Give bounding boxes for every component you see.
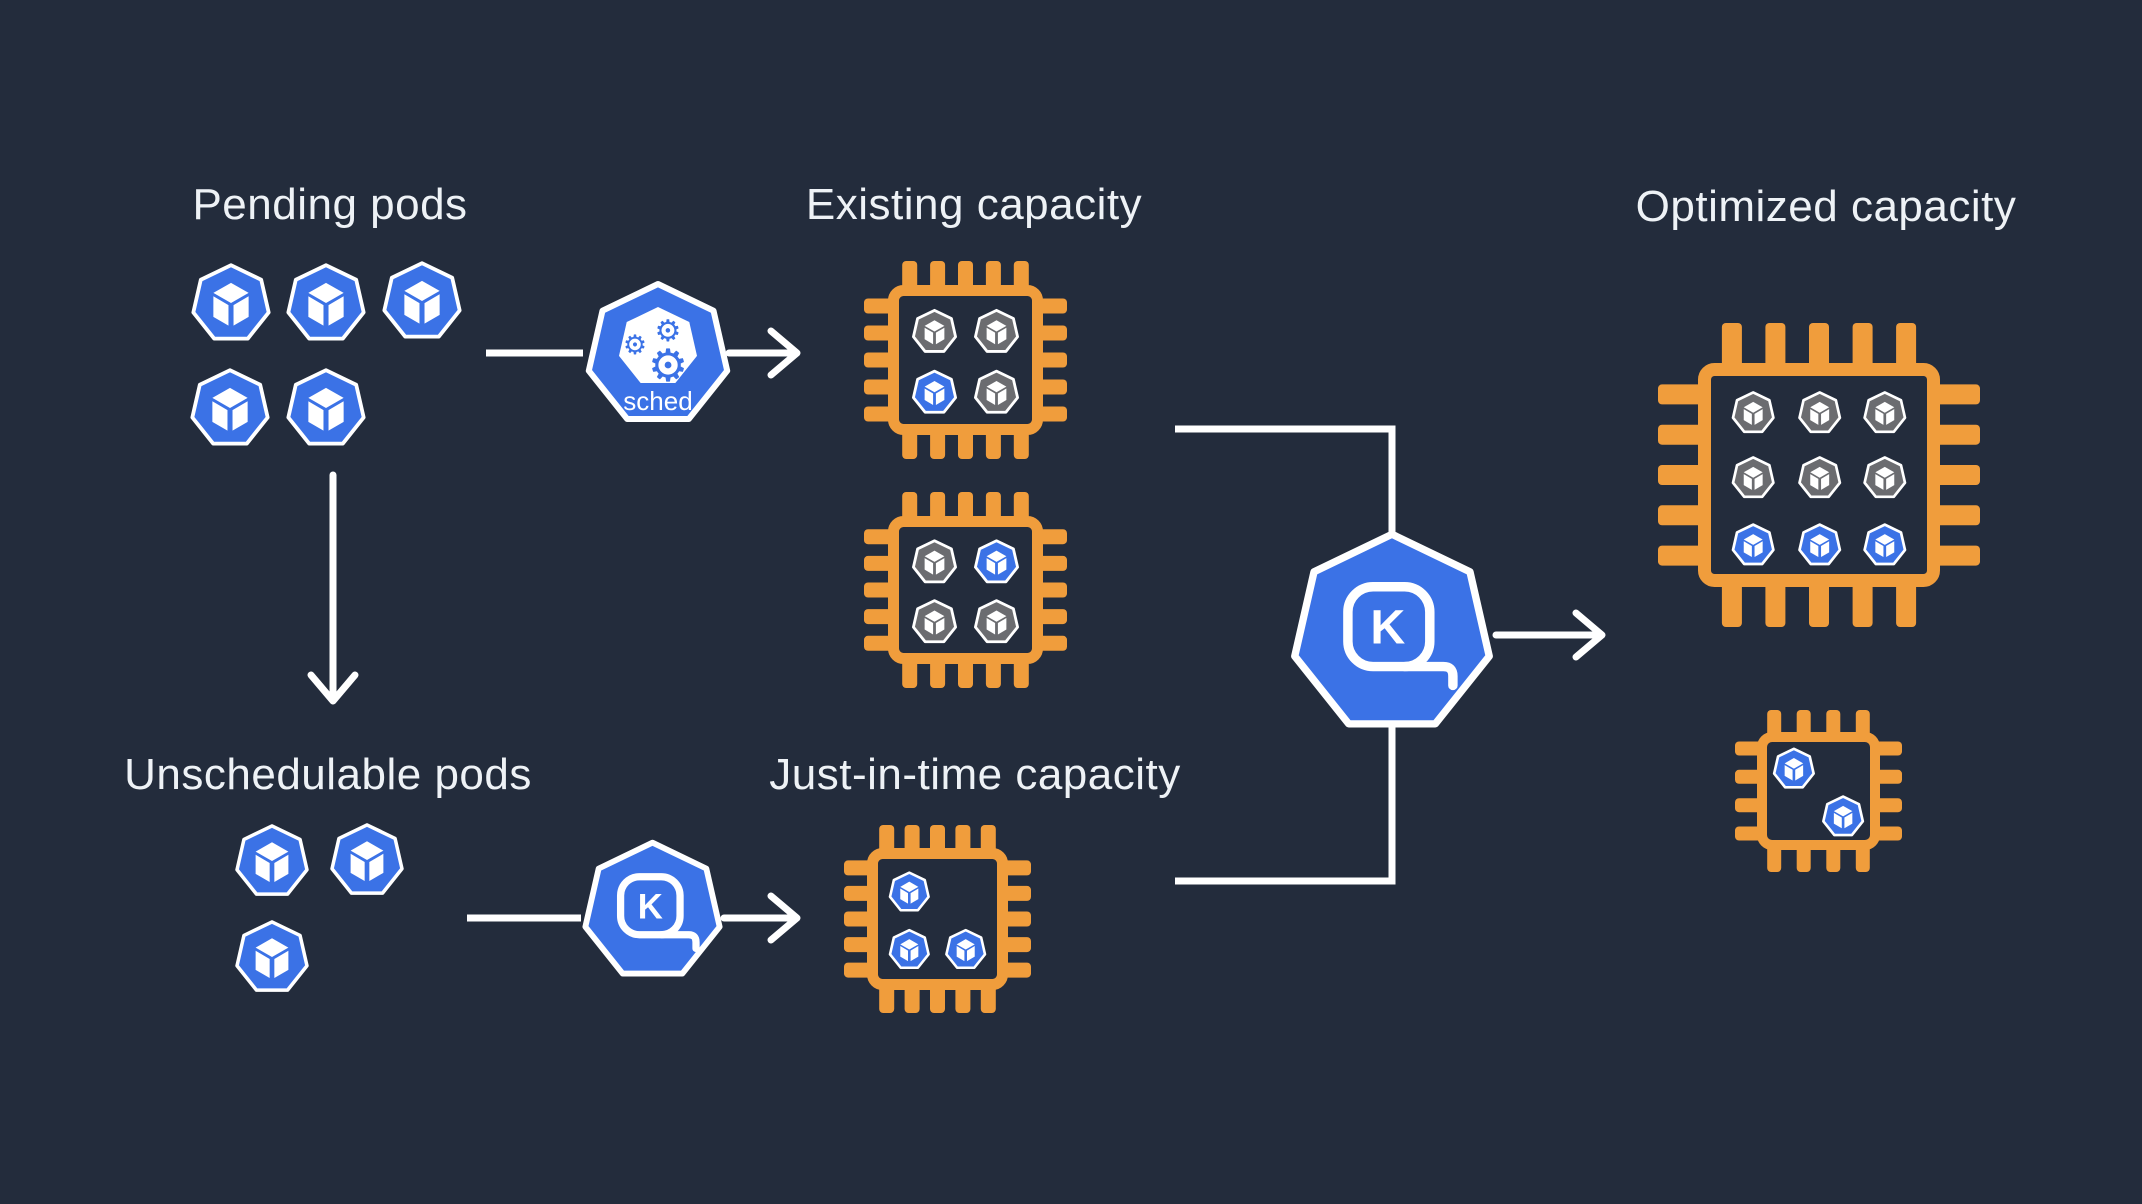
chip-body — [888, 516, 1043, 664]
karpenter-heptagon — [582, 839, 723, 977]
chip-pins — [864, 261, 1067, 459]
pod-icon — [912, 308, 957, 353]
pod-icon — [286, 368, 366, 446]
chip-body — [888, 285, 1043, 435]
karpenter-letter: K — [638, 888, 663, 927]
pod-icon — [284, 261, 368, 345]
pod-icon — [284, 366, 368, 450]
pod-icon — [974, 599, 1019, 644]
label-optimized-capacity: Optimized capacity — [1635, 182, 2017, 231]
chip-optimized-large — [1658, 323, 1980, 627]
karpenter-logo — [1343, 582, 1458, 691]
pod-icon — [233, 918, 311, 996]
karpenter-icon-small: K — [580, 839, 725, 984]
scheduler-inner-heptagon — [619, 307, 697, 384]
pod-icon — [974, 308, 1019, 353]
pod-icon — [1731, 391, 1775, 434]
pod-icon — [188, 366, 272, 450]
arrow-pending-to-unschedulable — [307, 471, 359, 705]
chip-existing-2 — [864, 492, 1067, 688]
pod-icon — [974, 539, 1019, 584]
pod-icon — [945, 928, 987, 970]
scheduler-label: sched — [623, 386, 692, 416]
gear-icon: ⚙ — [655, 315, 682, 348]
chip-optimized-small — [1735, 710, 1902, 872]
pod-icon — [1798, 523, 1842, 566]
chip-body — [1698, 363, 1940, 587]
label-unschedulable-pods: Unschedulable pods — [124, 750, 532, 799]
gear-icon: ⚙ — [623, 330, 647, 360]
pod-icon — [912, 599, 957, 644]
pod-icon — [888, 928, 930, 970]
karpenter-logo — [616, 873, 700, 953]
pod-icon — [380, 259, 464, 343]
arrow-karpenter-to-optimized — [1492, 609, 1606, 661]
chip-pins — [1658, 323, 1980, 627]
pod-icon — [912, 539, 957, 584]
pod-icon — [888, 871, 930, 912]
chip-jit — [844, 825, 1031, 1013]
chip-pins — [1735, 710, 1902, 872]
pod-icon — [1863, 456, 1907, 499]
pod-icon — [189, 261, 273, 345]
pod-icon — [286, 263, 366, 341]
pod-icon — [235, 920, 309, 992]
pod-icon — [912, 369, 957, 414]
pod-icon — [1798, 391, 1842, 434]
pod-icon — [191, 263, 271, 341]
pod-icon — [1798, 456, 1842, 499]
scheduler-icon: ⚙ ⚙ ⚙ sched — [583, 280, 733, 430]
pod-icon — [190, 368, 270, 446]
gear-icon: ⚙ — [648, 340, 688, 391]
pod-icon — [328, 821, 406, 899]
chip-body — [867, 848, 1008, 990]
pod-icon — [1863, 523, 1907, 566]
karpenter-heptagon — [1291, 530, 1493, 728]
karpenter-icon: K — [1287, 529, 1497, 739]
arrow-karpenter-to-jit — [720, 892, 801, 944]
pod-icon — [1772, 747, 1815, 789]
pod-icon — [1731, 523, 1775, 566]
pod-icon — [330, 823, 404, 895]
chip-existing-1 — [864, 261, 1067, 459]
pod-icon — [974, 369, 1019, 414]
karpenter-letter: K — [1370, 600, 1405, 654]
pod-icon — [1863, 391, 1907, 434]
pod-icon — [235, 824, 309, 896]
label-existing-capacity: Existing capacity — [805, 180, 1143, 229]
label-jit-capacity: Just-in-time capacity — [769, 750, 1181, 799]
chip-body — [1757, 732, 1880, 850]
arrow-scheduler-to-existing — [725, 327, 801, 379]
chip-pins — [864, 492, 1067, 688]
pod-icon — [233, 822, 311, 900]
pod-icon — [382, 261, 462, 339]
chip-pins — [844, 825, 1031, 1013]
pod-icon — [1822, 795, 1865, 837]
pod-icon — [1731, 456, 1775, 499]
label-pending-pods: Pending pods — [192, 180, 468, 229]
